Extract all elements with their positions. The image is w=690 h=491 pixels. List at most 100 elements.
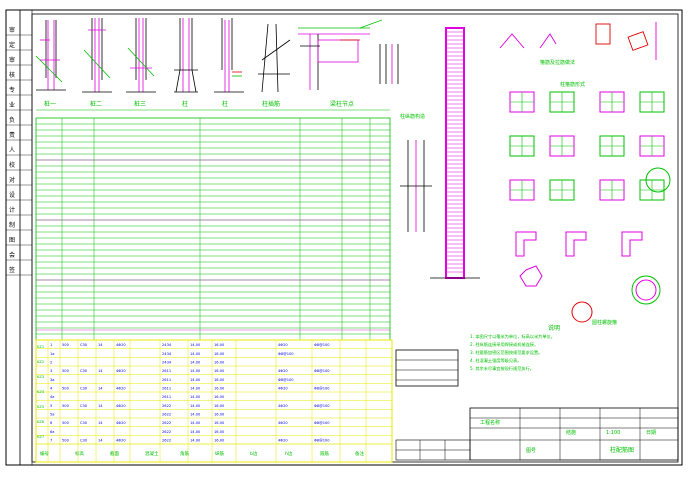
table-cell: 14.00 xyxy=(190,343,201,347)
table-cell: 14 xyxy=(98,404,103,408)
table-cell: 500 xyxy=(62,369,70,373)
table-cell: Φ8@100 xyxy=(314,421,330,425)
table-cell: 6a xyxy=(50,430,55,434)
table-cell: 500 xyxy=(62,387,70,391)
table-cell: 2434 xyxy=(162,361,172,365)
table-cell: 16.00 xyxy=(214,352,225,356)
note-line: 4. 柱混凝土强度等级见表。 xyxy=(470,357,521,364)
strip-label: 设 xyxy=(9,191,15,199)
table-cell: C30 xyxy=(80,404,88,408)
table-cell: 500 xyxy=(62,421,70,425)
table-cell: 16.00 xyxy=(214,343,225,347)
table-cell: 14.00 xyxy=(190,430,201,434)
detail-c xyxy=(126,18,156,93)
title-block: 柱配筋图 工程名称 结施 1:100 日期 图号 xyxy=(469,407,679,461)
strip-label: 责 xyxy=(9,131,15,139)
strip-label: 人 xyxy=(9,147,15,154)
table-cell: 3 xyxy=(50,369,52,373)
hook-details: 箍筋及拉筋做法 xyxy=(499,22,657,66)
table-cell: 2622 xyxy=(162,413,171,417)
caption-e: 柱 xyxy=(222,100,228,108)
table-cell: 2 xyxy=(50,361,52,365)
table-cell: 14 xyxy=(98,387,103,391)
strip-label: 校 xyxy=(9,161,15,169)
column-elevation xyxy=(430,27,480,279)
table-cell: C30 xyxy=(80,439,88,443)
drawing-number: 结施 xyxy=(566,429,576,436)
table-cell: 4Φ20 xyxy=(278,421,288,425)
table-cell: 4Φ20 xyxy=(278,369,288,373)
strip-label: 图 xyxy=(9,237,15,244)
table-cell: 14.00 xyxy=(190,421,201,425)
sheet-number: 图号 xyxy=(526,448,536,454)
table-cell: 2611 xyxy=(162,395,171,399)
notes-title: 说明 xyxy=(548,324,560,332)
circle-tie-details: 圆柱螺旋箍 xyxy=(519,167,671,326)
detail-g xyxy=(298,19,399,90)
row-group-label: KZ5 xyxy=(37,405,44,409)
notes-block: 说明 1. 本图尺寸以毫米为单位，标高以米为单位。2. 柱纵筋连接采用焊接或机械… xyxy=(470,324,560,372)
blank-grid-area xyxy=(35,117,391,341)
table-cell: 14.00 xyxy=(190,369,201,373)
column-detail-label: 柱纵筋构造 xyxy=(400,113,425,120)
table-cell: 2611 xyxy=(162,378,171,382)
table-cell: Φ8@100 xyxy=(314,404,330,408)
outer-frame xyxy=(5,9,683,466)
detail-b xyxy=(82,18,112,93)
strip-label: 制 xyxy=(9,221,15,229)
strip-label: 对 xyxy=(9,176,15,184)
table-cell: 14.00 xyxy=(190,378,201,382)
project-name: 工程名称 xyxy=(480,419,500,426)
table-cell: 16.00 xyxy=(214,404,225,408)
drawing-scale: 1:100 xyxy=(606,430,620,436)
table-cell: 4Φ20 xyxy=(278,387,288,391)
table-cell: 14.00 xyxy=(190,439,201,443)
table-cell: Φ8@100 xyxy=(314,387,330,391)
table-cell: 16.00 xyxy=(214,439,225,443)
table-cell: 7 xyxy=(50,439,52,443)
tie-typical-label: 柱箍筋形式 xyxy=(560,81,585,88)
table-cell: 5a xyxy=(50,413,55,417)
table-header-cell: 混凝土 xyxy=(145,450,159,457)
detail-d xyxy=(174,18,198,93)
strip-label: 核 xyxy=(9,71,15,79)
tie-detail-grid: 柱箍筋形式 xyxy=(509,81,665,257)
table-cell: 5 xyxy=(50,404,52,408)
tie-details-label: 箍筋及拉筋做法 xyxy=(540,59,575,66)
table-cell: 2622 xyxy=(162,430,171,434)
legend-box xyxy=(395,349,459,387)
strip-label: 计 xyxy=(9,206,15,214)
table-cell: 1 xyxy=(50,343,52,347)
row-group-label: KZ6 xyxy=(37,420,45,424)
table-cell: 3a xyxy=(50,378,55,382)
detail-captions: 桩一 桩二 桩三 柱 柱 柱插筋 梁柱节点 xyxy=(44,100,354,108)
table-header-cell: 编号 xyxy=(40,450,49,457)
bottom-sign-row xyxy=(395,439,471,461)
detail-e xyxy=(214,18,244,93)
table-cell: 4Φ20 xyxy=(116,343,126,347)
tie-section xyxy=(621,231,643,257)
caption-c: 桩三 xyxy=(134,100,146,108)
note-line: 2. 柱纵筋连接采用焊接或机械连接。 xyxy=(470,341,538,348)
table-header-cell: h边 xyxy=(285,450,293,457)
table-cell: 2622 xyxy=(162,439,171,443)
table-cell: 16.00 xyxy=(214,430,225,434)
table-cell: C30 xyxy=(80,369,88,373)
note-line: 3. 柱箍筋加密区范围按规范要求设置。 xyxy=(470,349,542,356)
table-cell: 16.00 xyxy=(214,361,225,365)
table-cell: 14 xyxy=(98,369,103,373)
strip-label: 负 xyxy=(9,116,15,124)
table-cell: Φ8@100 xyxy=(314,369,330,373)
table-cell: 4a xyxy=(50,395,55,399)
table-header-cell: 截面 xyxy=(110,450,119,457)
strip-label: 专 xyxy=(9,86,15,94)
caption-f: 柱插筋 xyxy=(262,100,280,108)
table-cell: 4 xyxy=(50,387,53,391)
strip-label: 审 xyxy=(9,56,15,64)
table-header-cell: 箍筋 xyxy=(320,450,329,457)
circle-ties-label: 圆柱螺旋箍 xyxy=(592,319,617,326)
tie-section xyxy=(515,231,537,257)
